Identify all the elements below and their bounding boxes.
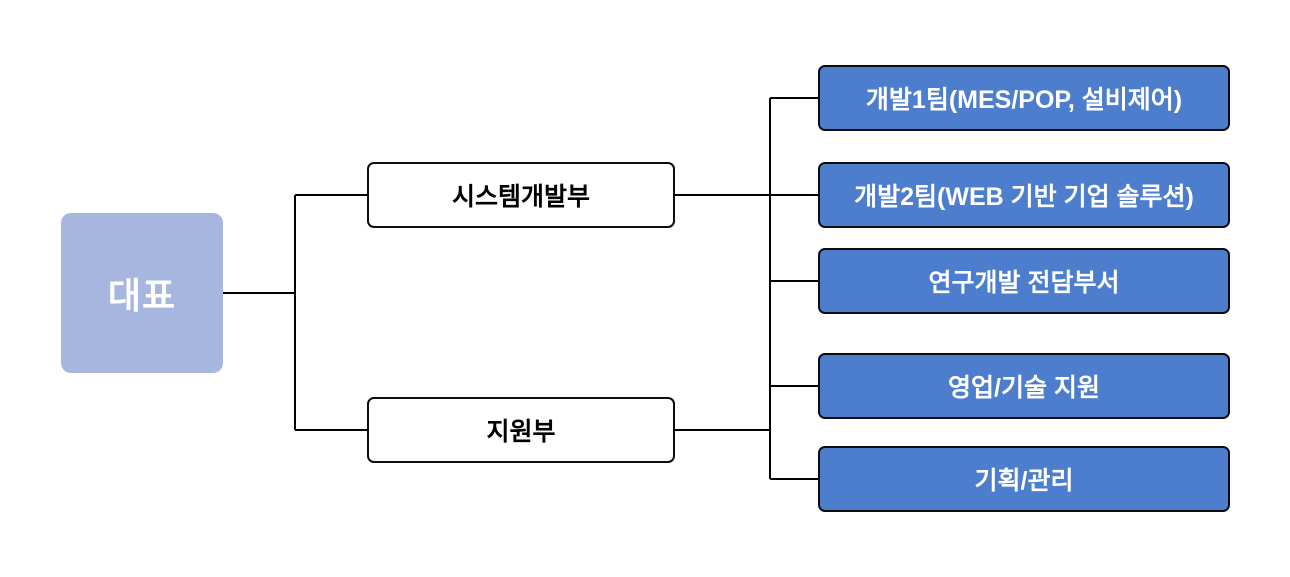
node-team-planning: 기획/관리 xyxy=(818,446,1230,512)
node-team-rnd: 연구개발 전담부서 xyxy=(818,248,1230,314)
node-team-dev2-label: 개발2팀(WEB 기반 기업 솔루션) xyxy=(854,183,1194,211)
node-team-planning-label: 기획/관리 xyxy=(974,467,1074,495)
node-team-dev1-label: 개발1팀(MES/POP, 설비제어) xyxy=(865,86,1183,114)
node-team-sales-tech: 영업/기술 지원 xyxy=(818,353,1230,419)
node-team-dev1: 개발1팀(MES/POP, 설비제어) xyxy=(818,65,1230,131)
node-team-sales-tech-label: 영업/기술 지원 xyxy=(948,374,1100,402)
node-dept-support-label: 지원부 xyxy=(486,418,556,446)
node-ceo-label: 대표 xyxy=(107,275,177,316)
node-team-dev2: 개발2팀(WEB 기반 기업 솔루션) xyxy=(818,162,1230,228)
node-dept-system-dev-label: 시스템개발부 xyxy=(451,183,590,211)
node-dept-support: 지원부 xyxy=(367,397,675,463)
node-dept-system-dev: 시스템개발부 xyxy=(367,162,675,228)
node-ceo: 대표 xyxy=(61,213,223,373)
node-team-rnd-label: 연구개발 전담부서 xyxy=(928,269,1120,297)
